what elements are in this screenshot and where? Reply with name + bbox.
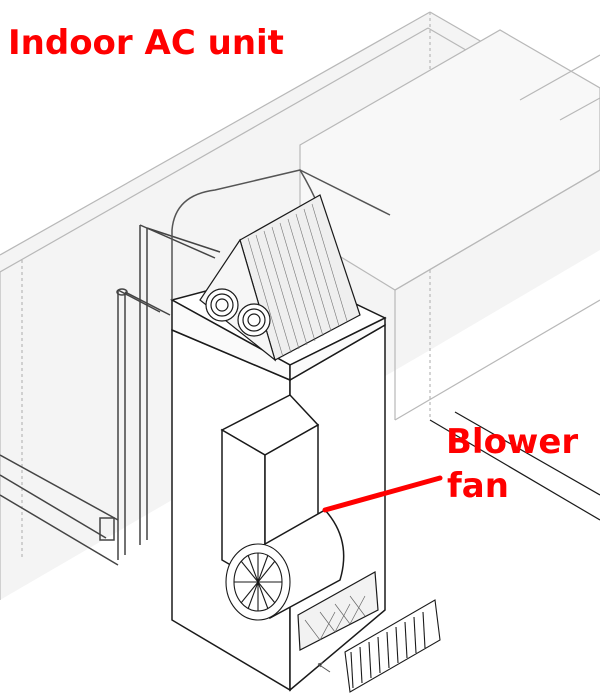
blower-wheel-icon	[225, 543, 291, 621]
blower-label-line1: Blower	[446, 422, 579, 462]
diagram-title: Indoor AC unit	[8, 23, 284, 63]
airflow-arrow-icon	[317, 662, 331, 673]
blower-leader-line	[322, 475, 443, 513]
floor-grille-icon	[344, 599, 441, 693]
blower-label-line2: fan	[447, 466, 509, 506]
copper-refrigerant-lines	[0, 224, 221, 566]
coil-spiral-icon	[205, 288, 271, 337]
blower-fan-label: Blower fan	[446, 425, 578, 503]
return-air-filter-icon	[297, 571, 379, 651]
